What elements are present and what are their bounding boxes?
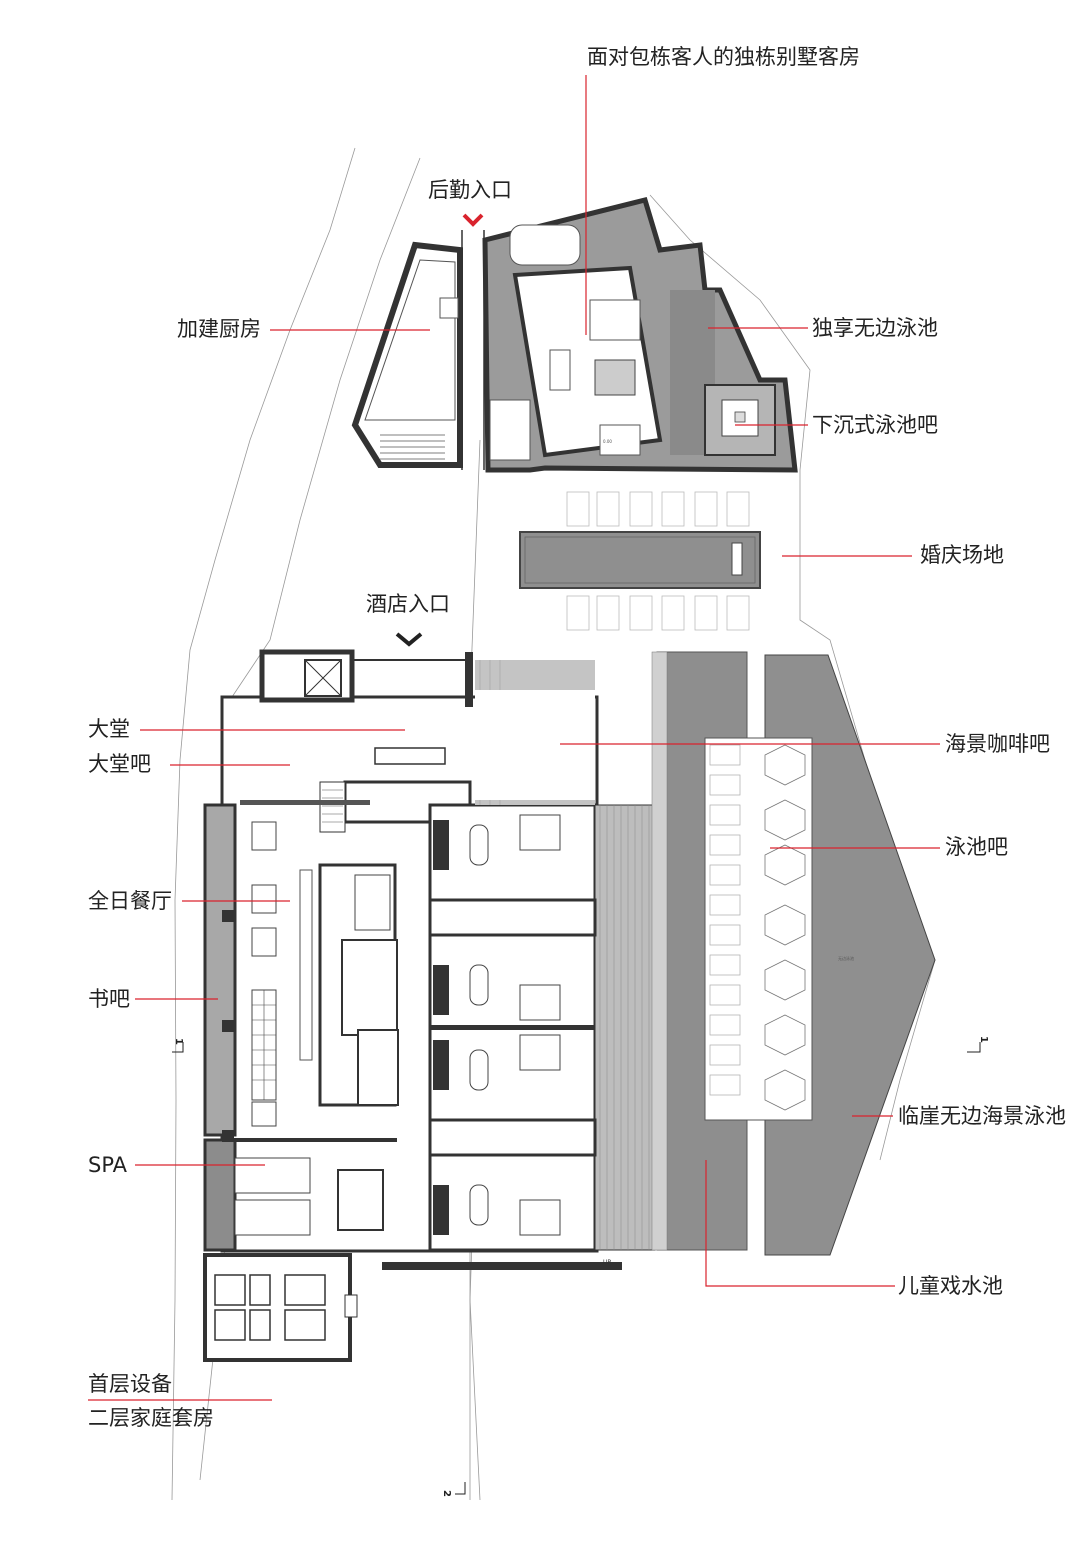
label-lobby-bar: 大堂吧	[88, 752, 151, 776]
hotel-entrance-arrow-icon	[395, 632, 423, 647]
section-markers	[172, 1042, 981, 1495]
kitchen-building	[351, 241, 463, 468]
label-kids-splash-pool: 儿童戏水池	[898, 1274, 1003, 1298]
label-villa-room: 面对包栋客人的独栋别墅客房	[587, 45, 860, 69]
section-mark-2: 2	[441, 1490, 452, 1497]
section-mark-1-right: 1	[978, 1036, 989, 1043]
label-pool-bar: 泳池吧	[945, 835, 1008, 859]
label-private-infinity-pool: 独享无边泳池	[812, 316, 938, 340]
label-lobby: 大堂	[88, 717, 130, 741]
section-mark-1-left: 1	[173, 1038, 184, 1045]
label-spa: SPA	[88, 1153, 128, 1177]
label-service-entrance: 后勤入口	[428, 178, 512, 202]
wedding-venue	[519, 491, 761, 631]
label-all-day-dining: 全日餐厅	[88, 889, 172, 913]
guest-rooms	[428, 660, 656, 1252]
label-seaview-cafe: 海景咖啡吧	[945, 732, 1050, 756]
label-sunken-pool-bar: 下沉式泳池吧	[812, 413, 938, 437]
service-corridor	[461, 230, 485, 470]
label-ground-equipment: 首层设备	[88, 1372, 172, 1396]
stair-up-mark: UP	[603, 1259, 611, 1266]
leader-lines	[88, 75, 940, 1401]
label-wedding-venue: 婚庆场地	[920, 543, 1004, 567]
entrance-arrows	[395, 213, 484, 647]
label-cliff-infinity-pool: 临崖无边海景泳池	[898, 1104, 1066, 1128]
infinity-pool-inner-label: 无边泳池	[838, 955, 854, 961]
villa-building: 0.00	[482, 196, 798, 473]
label-hotel-entrance: 酒店入口	[366, 592, 450, 616]
label-book-bar: 书吧	[88, 987, 130, 1011]
label-second-family-suite: 二层家庭套房	[88, 1406, 214, 1430]
label-added-kitchen: 加建厨房	[177, 317, 261, 341]
service-entrance-arrow-icon	[462, 213, 484, 227]
svg-text:0.00: 0.00	[603, 439, 612, 444]
cliff-infinity-pool: 无边泳池	[704, 654, 936, 1256]
